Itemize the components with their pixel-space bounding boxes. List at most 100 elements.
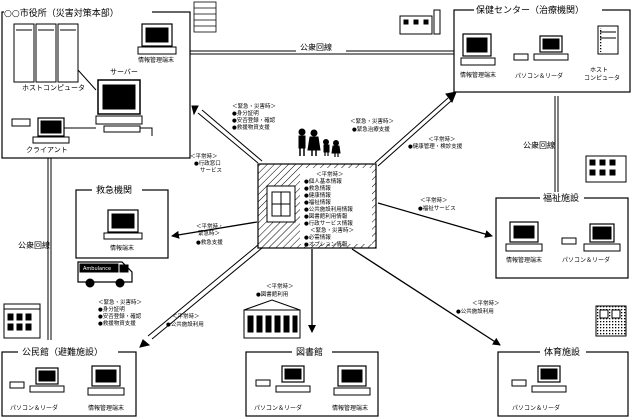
card-line-4: ●福祉情報 bbox=[304, 198, 331, 206]
annotation-gym: ＜平常時＞ ●公共施設利用 bbox=[456, 299, 500, 315]
card-line-1: ●個人基本情報 bbox=[304, 177, 342, 185]
emergency-terminal-label: 情報端末 bbox=[110, 244, 134, 252]
svg-text:＜平常時＞: ＜平常時＞ bbox=[428, 135, 456, 143]
svg-text:●安否登録・確認: ●安否登録・確認 bbox=[98, 312, 142, 320]
emergency-title: 救急機関 bbox=[96, 184, 132, 196]
health-host-label-1: ホスト bbox=[590, 67, 608, 74]
hall-info-terminal-label: 情報管理端末 bbox=[88, 404, 124, 412]
server-icon bbox=[95, 79, 143, 133]
health-building-icon bbox=[399, 9, 441, 35]
ambulance-text: Ambulance bbox=[83, 266, 111, 272]
health-info-terminal-icon bbox=[460, 33, 496, 66]
ic-card-center bbox=[257, 163, 377, 249]
card-line-6: ●図書館利用情報 bbox=[304, 212, 348, 220]
svg-text:●救援物資支援: ●救援物資支援 bbox=[98, 319, 136, 327]
health-pc-reader-label: パソコン＆リーダ bbox=[515, 72, 563, 80]
hall-pc-reader-label: パソコン＆リーダ bbox=[10, 404, 58, 412]
family-figures-icon bbox=[298, 128, 341, 157]
hall-pc-reader-icon bbox=[9, 367, 65, 393]
svg-text:＜平常時＞: ＜平常時＞ bbox=[172, 312, 200, 320]
annotation-city-emergency: ＜緊急・災害時＞ ●身分証明 ●安否登録・確認 ●救援物資支援 bbox=[232, 102, 276, 131]
svg-text:●公共施設利用: ●公共施設利用 bbox=[166, 320, 204, 328]
emergency-terminal-icon bbox=[103, 209, 143, 240]
gym-building-icon bbox=[595, 305, 627, 337]
library-pc-reader-icon bbox=[255, 365, 311, 393]
client-pc-icon bbox=[11, 117, 70, 144]
library-building-icon bbox=[243, 299, 301, 339]
data-tower-icon bbox=[193, 1, 217, 33]
city-hall-title: ○○市役所（災害対策本部） bbox=[4, 7, 119, 19]
svg-text:●救急支援: ●救急支援 bbox=[196, 238, 223, 246]
annotation-city-normal: ＜平常時＞ ●行政窓口 サービス bbox=[190, 152, 222, 174]
welfare-pc-reader-icon bbox=[561, 223, 621, 252]
svg-text:●身分証明: ●身分証明 bbox=[98, 305, 125, 313]
public-line-label-right: 公衆回線 bbox=[523, 140, 555, 150]
public-line-right bbox=[554, 96, 559, 195]
health-info-terminal-label: 情報管理端末 bbox=[460, 71, 496, 79]
library-info-terminal-label: 情報管理端末 bbox=[332, 404, 368, 412]
card-line-8: ＜緊急・災害時＞ bbox=[310, 226, 354, 234]
annotation-health-emergency: ＜緊急・災害時＞ ●緊急治療支援 bbox=[350, 117, 394, 133]
health-host-icon bbox=[597, 25, 619, 55]
svg-text:●図書館利用: ●図書館利用 bbox=[256, 290, 288, 298]
svg-text:●安否登録・確認: ●安否登録・確認 bbox=[232, 116, 276, 124]
annotation-welfare: ＜平常時＞ ●福祉サービス bbox=[418, 196, 456, 212]
library-title: 図書館 bbox=[296, 346, 323, 358]
annotation-hall-normal: ＜平常時＞ ●公共施設利用 bbox=[166, 312, 204, 328]
host-computer-label: ホストコンピュータ bbox=[22, 83, 85, 92]
svg-text:●緊急治療支援: ●緊急治療支援 bbox=[352, 125, 390, 133]
connection-arrows bbox=[139, 91, 501, 348]
svg-text:＜平常時・: ＜平常時・ bbox=[196, 222, 224, 230]
card-line-3: ●健康情報 bbox=[304, 191, 331, 199]
center-card-lines: ＜平常時＞ ●個人基本情報 ●救急情報 ●健康情報 ●福祉情報 ●公共施設利用情… bbox=[304, 170, 354, 248]
svg-text:＜緊急・災害時＞: ＜緊急・災害時＞ bbox=[350, 117, 394, 125]
welfare-info-terminal-icon bbox=[505, 221, 543, 252]
svg-text:＜平常時＞: ＜平常時＞ bbox=[420, 196, 448, 204]
svg-text:●身分証明: ●身分証明 bbox=[232, 109, 259, 117]
public-line-label-top: 公衆回線 bbox=[300, 42, 332, 52]
svg-text:＜平常時＞: ＜平常時＞ bbox=[472, 299, 500, 307]
server-label: サーバー bbox=[110, 68, 138, 76]
hall-building-icon bbox=[3, 303, 41, 339]
annotation-hall-emergency: ＜緊急・災害時＞ ●身分証明 ●安否登録・確認 ●救援物資支援 bbox=[98, 298, 142, 327]
gym-title: 体育施設 bbox=[544, 346, 580, 358]
ambulance-icon bbox=[77, 261, 133, 288]
card-line-2: ●救急情報 bbox=[304, 184, 331, 192]
welfare-info-terminal-label: 情報管理端末 bbox=[506, 256, 542, 264]
library-pc-reader-label: パソコン＆リーダ bbox=[254, 404, 302, 412]
annotation-health-normal: ＜平常時＞ ●健康管理・検診支援 bbox=[408, 135, 463, 150]
card-line-9: ●必需情報 bbox=[304, 233, 331, 241]
public-line-left bbox=[47, 155, 52, 340]
host-computer-icon bbox=[13, 23, 79, 83]
welfare-title: 福祉施設 bbox=[543, 192, 579, 204]
gym-pc-reader-icon bbox=[511, 365, 567, 393]
city-info-terminal-label: 情報管理端末 bbox=[138, 56, 174, 64]
annotation-library: ＜平常時＞ ●図書館利用 bbox=[256, 282, 294, 298]
svg-text:●公共施設利用: ●公共施設利用 bbox=[456, 307, 494, 315]
svg-text:サービス: サービス bbox=[200, 166, 222, 174]
svg-text:緊急時＞: 緊急時＞ bbox=[198, 229, 220, 237]
public-line-top bbox=[188, 42, 455, 55]
health-pc-reader-icon bbox=[513, 35, 569, 61]
svg-text:＜緊急・災害時＞: ＜緊急・災害時＞ bbox=[98, 298, 142, 306]
card-line-0: ＜平常時＞ bbox=[316, 170, 344, 178]
svg-text:＜平常時＞: ＜平常時＞ bbox=[190, 152, 218, 160]
welfare-pc-reader-label: パソコン＆リーダ bbox=[562, 256, 610, 264]
svg-text:＜緊急・災害時＞: ＜緊急・災害時＞ bbox=[232, 102, 276, 110]
city-info-terminal-icon bbox=[137, 23, 177, 55]
svg-text:●健康管理・検診支援: ●健康管理・検診支援 bbox=[408, 142, 463, 150]
annotation-emergency-agency: ＜平常時・ 緊急時＞ ●救急支援 bbox=[196, 222, 224, 246]
card-line-5: ●公共施設利用情報 bbox=[304, 205, 353, 213]
gym-pc-reader-label: パソコン＆リーダ bbox=[512, 404, 560, 412]
public-line-label-left: 公衆回線 bbox=[18, 240, 50, 250]
client-label: クライアント bbox=[26, 146, 68, 154]
svg-text:＜平常時＞: ＜平常時＞ bbox=[266, 282, 294, 290]
hall-info-terminal-icon bbox=[87, 365, 125, 396]
card-line-7: ●行政サービス情報 bbox=[304, 219, 353, 227]
health-center-title: 保健センター（治療機関） bbox=[476, 4, 584, 16]
svg-text:●福祉サービス: ●福祉サービス bbox=[418, 204, 456, 212]
community-hall-title: 公民館（避難施設） bbox=[22, 346, 103, 358]
library-info-terminal-icon bbox=[333, 365, 371, 396]
